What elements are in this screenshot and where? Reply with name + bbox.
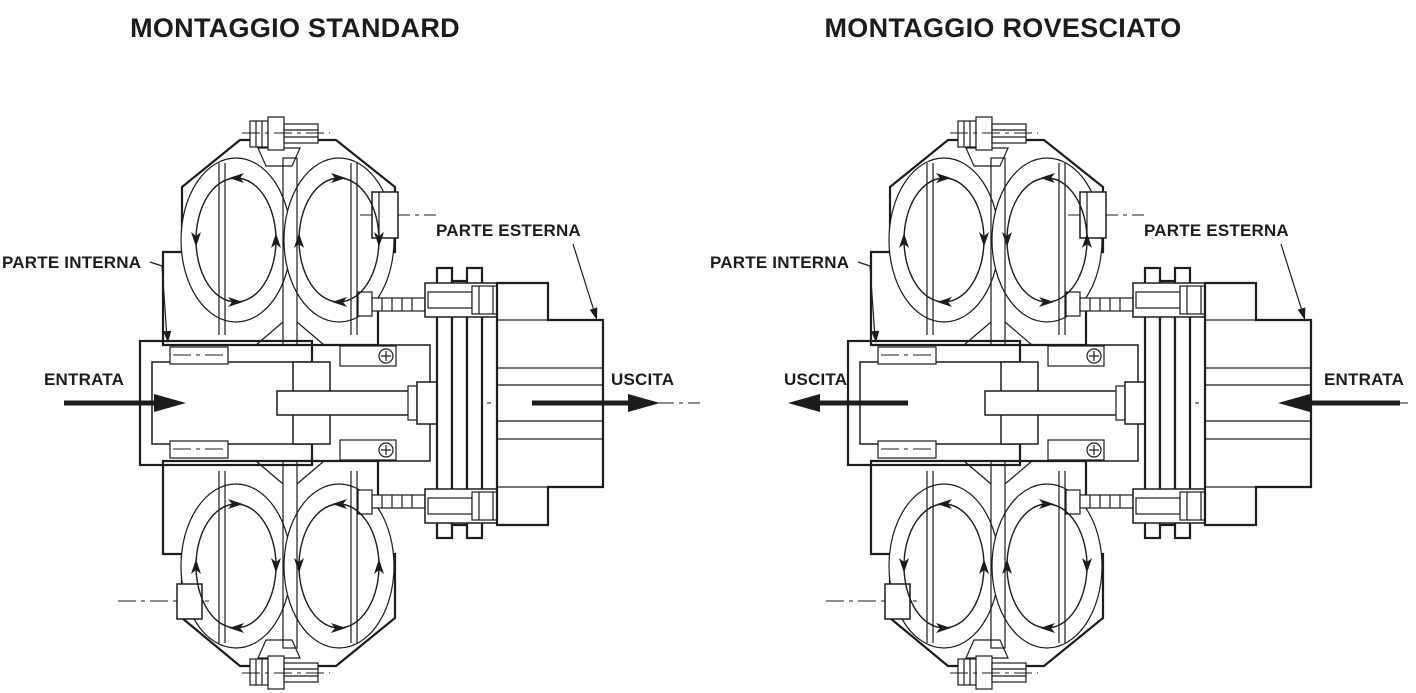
title-montaggio-rovesciato: MONTAGGIO ROVESCIATO <box>824 13 1182 43</box>
panel-standard-drawing <box>64 117 700 689</box>
label-entrata-rovesciato: ENTRATA <box>1324 370 1405 389</box>
uscita-arrow <box>532 394 660 412</box>
uscita-arrow <box>788 394 908 412</box>
label-parte-esterna-standard: PARTE ESTERNA <box>436 221 581 240</box>
entrata-arrow <box>64 394 186 412</box>
label-entrata-standard: ENTRATA <box>44 370 125 389</box>
label-parte-interna-rovesciato: PARTE INTERNA <box>710 253 850 272</box>
label-uscita-standard: USCITA <box>611 370 675 389</box>
label-uscita-rovesciato: USCITA <box>784 370 848 389</box>
label-parte-esterna-rovesciato: PARTE ESTERNA <box>1144 221 1289 240</box>
panel-rovesciato-drawing <box>788 117 1408 689</box>
entrata-arrow <box>1278 394 1400 412</box>
title-montaggio-standard: MONTAGGIO STANDARD <box>130 13 460 43</box>
label-parte-interna-standard: PARTE INTERNA <box>2 253 142 272</box>
